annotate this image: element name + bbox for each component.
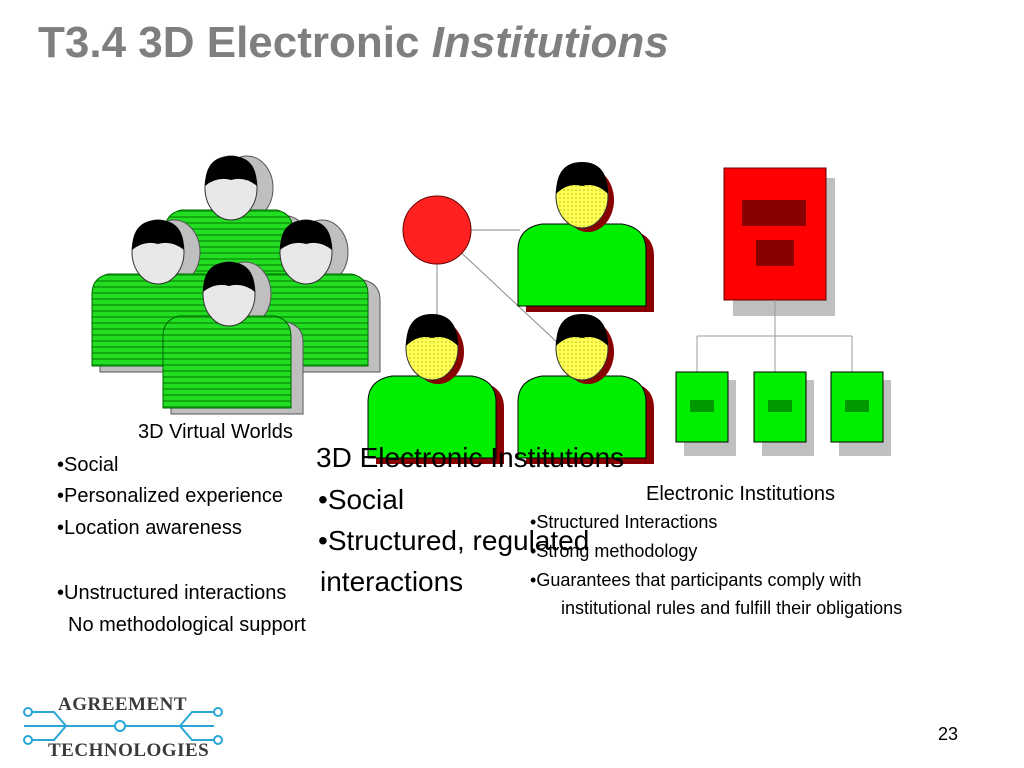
sub-unit (675, 371, 736, 456)
sub-unit (753, 371, 814, 456)
virtual-worlds-crowd (91, 155, 381, 415)
institution-network (367, 161, 655, 465)
page-number: 23 (938, 724, 959, 744)
title-italic: Institutions (431, 18, 669, 67)
vw-bullet-1: •Social (57, 454, 119, 476)
ei-continuation: institutional rules and fulfill their ob… (561, 598, 903, 618)
title-main: T3.4 3D Electronic (38, 18, 432, 67)
circuit-icon (23, 707, 223, 745)
institution-box (723, 167, 827, 301)
ei-heading: Electronic Institutions (646, 483, 835, 505)
ei3d-continuation: interactions (320, 566, 464, 597)
logo-bottom-text: TECHNOLOGIES (48, 740, 210, 761)
ei-bullet-1: •Structured Interactions (530, 512, 718, 532)
virtual-worlds-heading: 3D Virtual Worlds (138, 421, 293, 443)
ei-bullet-3: •Guarantees that participants comply wit… (530, 570, 862, 590)
institution-hierarchy (675, 167, 891, 456)
slide-title: T3.4 3D Electronic Institutions (38, 18, 669, 68)
sub-unit (830, 371, 891, 456)
vw-no-method: No methodological support (68, 614, 306, 636)
vw-bullet-3: •Location awareness (57, 517, 242, 539)
logo-top-text: AGREEMENT (58, 694, 188, 715)
ei-bullet-2: •Strong methodology (530, 541, 698, 561)
vw-bullet-2: •Personalized experience (57, 485, 284, 507)
vw-bullet-unstructured: •Unstructured interactions (57, 582, 287, 604)
agreement-technologies-logo: AGREEMENT TECHNOLOGIES (10, 690, 230, 767)
agent-avatar (517, 161, 655, 313)
ei3d-heading: 3D Electronic Institutions (316, 442, 625, 473)
red-sphere (402, 195, 472, 265)
ei3d-bullet-2: •Structured, regulated (318, 525, 590, 556)
ei3d-bullet-1: •Social (318, 484, 405, 515)
